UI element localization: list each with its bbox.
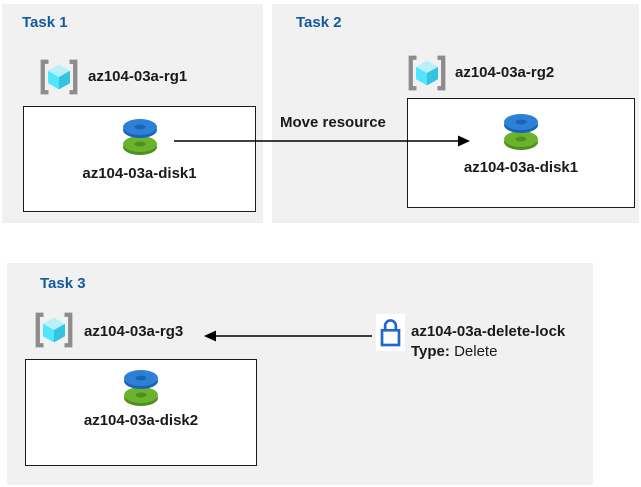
task2-title: Task 2 <box>296 14 342 31</box>
task1-panel: Task 1 az104-03a-rg1 az104-03a-disk1 <box>2 4 263 223</box>
task3-title: Task 3 <box>40 275 86 292</box>
task2-resource-group-label: az104-03a-rg2 <box>455 64 555 81</box>
delete-lock-type-value: Delete <box>454 343 498 360</box>
delete-lock-name: az104-03a-delete-lock <box>411 323 566 340</box>
lock-icon-background <box>376 314 405 351</box>
task2-resource-box: az104-03a-disk1 <box>407 98 635 208</box>
task3-resource-box: az104-03a-disk2 <box>25 359 257 466</box>
task1-resource-group-label: az104-03a-rg1 <box>88 68 188 85</box>
task1-disk-label: az104-03a-disk1 <box>82 165 197 182</box>
managed-disk-icon <box>504 114 538 150</box>
task3-resource-group-label: az104-03a-rg3 <box>84 323 184 340</box>
resource-group-icon <box>35 312 73 348</box>
delete-lock-type: Type: Delete <box>411 342 565 362</box>
task1-title: Task 1 <box>22 14 68 31</box>
task2-disk-label: az104-03a-disk1 <box>463 159 579 176</box>
managed-disk-icon <box>123 119 157 155</box>
task3-disk-label: az104-03a-disk2 <box>83 412 199 429</box>
delete-lock-type-label: Type: <box>411 343 450 360</box>
task3-panel: Task 3 az104-03a-rg3 az104-03a-disk2 <box>7 263 593 485</box>
task1-resource-box: az104-03a-disk1 <box>23 106 256 212</box>
move-resource-label: Move resource <box>280 114 386 131</box>
resource-group-icon <box>40 59 78 95</box>
managed-disk-icon <box>124 370 158 406</box>
task2-panel: Task 2 az104-03a-rg2 az104-03a-disk1 <box>272 4 639 223</box>
delete-lock-text: az104-03a-delete-lock Type: Delete <box>411 322 565 362</box>
resource-group-icon <box>408 55 446 91</box>
lock-icon <box>380 319 401 347</box>
